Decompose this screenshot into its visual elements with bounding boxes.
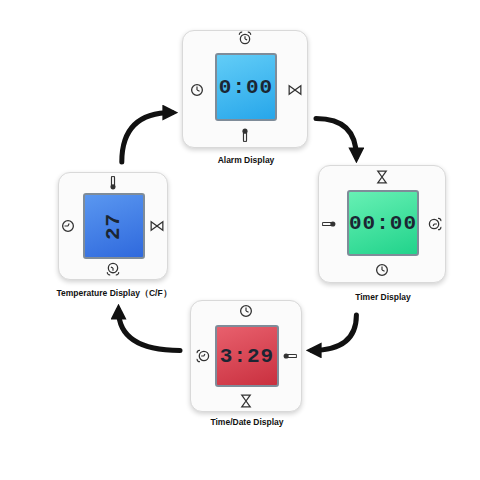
clock-device: 00:00Timer Display [318,165,446,283]
lcd-reading: 00:00 [349,212,417,235]
lcd-reading: 27 [103,212,126,239]
clock-device: 27Temperature Display（C/F） [58,172,168,280]
display-caption: Timer Display [283,292,480,302]
display-caption: Temperature Display（C/F） [14,288,214,300]
cycle-arrow [312,315,356,350]
display-caption: Alarm Display [146,155,346,165]
clock-device: 0:00Alarm Display [182,30,308,148]
cycle-arrow [122,113,172,162]
lcd-reading: 3:29 [220,345,274,368]
lcd-screen: 00:00 [347,190,419,256]
cycle-arrow [119,310,181,350]
clock-device: 3:29Time/Date Display [190,300,302,412]
lcd-reading: 0:00 [219,76,273,99]
lcd-screen: 0:00 [215,53,277,121]
display-caption: Time/Date Display [147,417,347,427]
lcd-screen: 3:29 [215,325,279,387]
lcd-screen: 27 [83,193,145,259]
cycle-arrow [316,119,356,158]
